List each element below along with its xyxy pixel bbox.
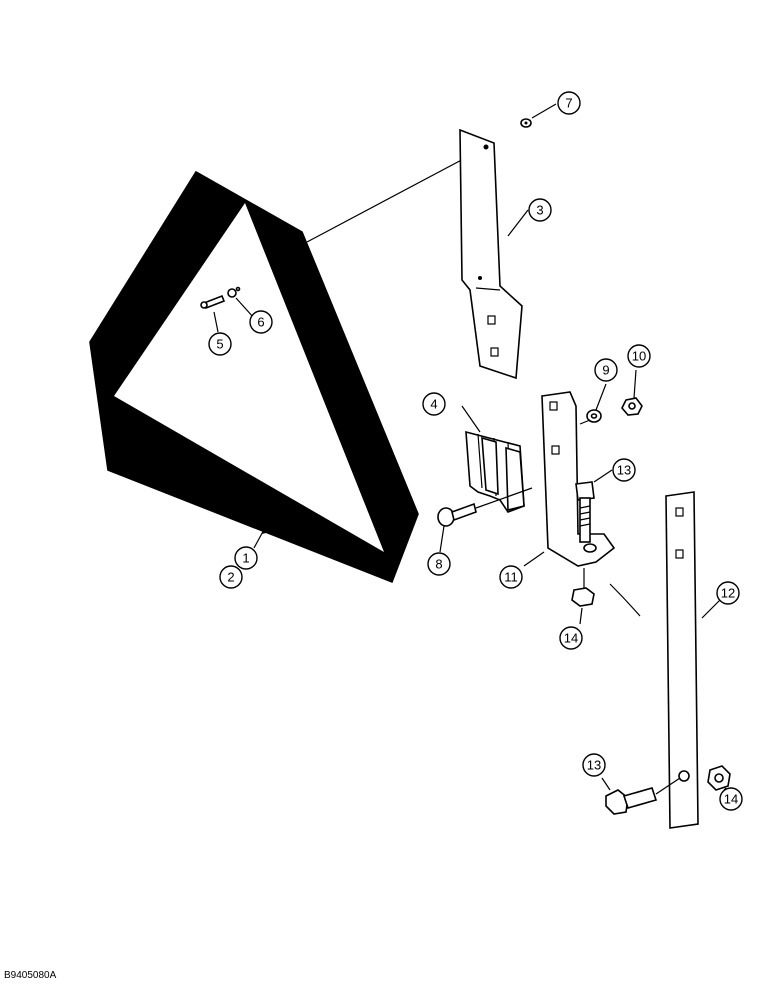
bolt-13-lower <box>605 787 658 815</box>
callout-9: 9 <box>594 358 618 382</box>
callout-1: 1 <box>234 546 258 570</box>
callout-9-label: 9 <box>602 363 609 378</box>
callout-6: 6 <box>249 310 273 334</box>
callout-12: 12 <box>716 581 740 605</box>
nut-7 <box>520 118 532 128</box>
assembly-arrow <box>609 583 641 617</box>
washer-6 <box>227 286 241 298</box>
callout-13-lower: 13 <box>582 753 606 777</box>
nut-10 <box>621 397 643 416</box>
washer-9 <box>586 409 602 423</box>
callout-13-upper-label: 13 <box>617 463 631 478</box>
bolt-13-upper <box>575 481 595 543</box>
callout-2: 2 <box>219 565 243 589</box>
bar-12 <box>665 491 699 829</box>
nut-14-lower <box>571 587 595 607</box>
figure-code: B9405080A <box>4 970 57 981</box>
callout-13-lower-label: 13 <box>587 758 601 773</box>
callout-4-label: 4 <box>430 397 437 412</box>
callout-14-bar-nut: 14 <box>719 787 743 811</box>
callout-5-label: 5 <box>216 337 223 352</box>
bracket-3 <box>459 128 523 380</box>
smv-emblem <box>89 170 419 584</box>
callout-4: 4 <box>422 392 446 416</box>
callout-8: 8 <box>427 552 451 576</box>
emblem-border-band <box>90 172 418 582</box>
callout-12-label: 12 <box>721 586 735 601</box>
callout-11: 11 <box>499 565 523 589</box>
carriage-bolt-8 <box>437 502 477 527</box>
callout-leaders <box>213 103 727 791</box>
socket-4 <box>465 430 525 513</box>
bracket-11 <box>541 391 616 567</box>
callout-1-label: 1 <box>242 551 249 566</box>
callout-10-label: 10 <box>632 349 646 364</box>
callout-11-label: 11 <box>504 570 518 585</box>
callout-14-lower-nut-label: 14 <box>564 631 578 646</box>
callout-10: 10 <box>627 344 651 368</box>
callout-3-label: 3 <box>536 203 543 218</box>
emblem-to-bracket-line <box>306 146 487 243</box>
callout-13-upper: 13 <box>612 458 636 482</box>
nut-14-bar <box>707 765 731 791</box>
callout-3: 3 <box>528 198 552 222</box>
callout-7-label: 7 <box>565 96 572 111</box>
callout-6-label: 6 <box>257 315 264 330</box>
callout-2-label: 2 <box>227 570 234 585</box>
callout-5: 5 <box>208 332 232 356</box>
callout-14-lower-nut: 14 <box>559 626 583 650</box>
callout-14-bar-nut-label: 14 <box>724 792 738 807</box>
screw-5 <box>200 294 226 310</box>
callout-7: 7 <box>557 91 581 115</box>
callout-8-label: 8 <box>435 557 442 572</box>
